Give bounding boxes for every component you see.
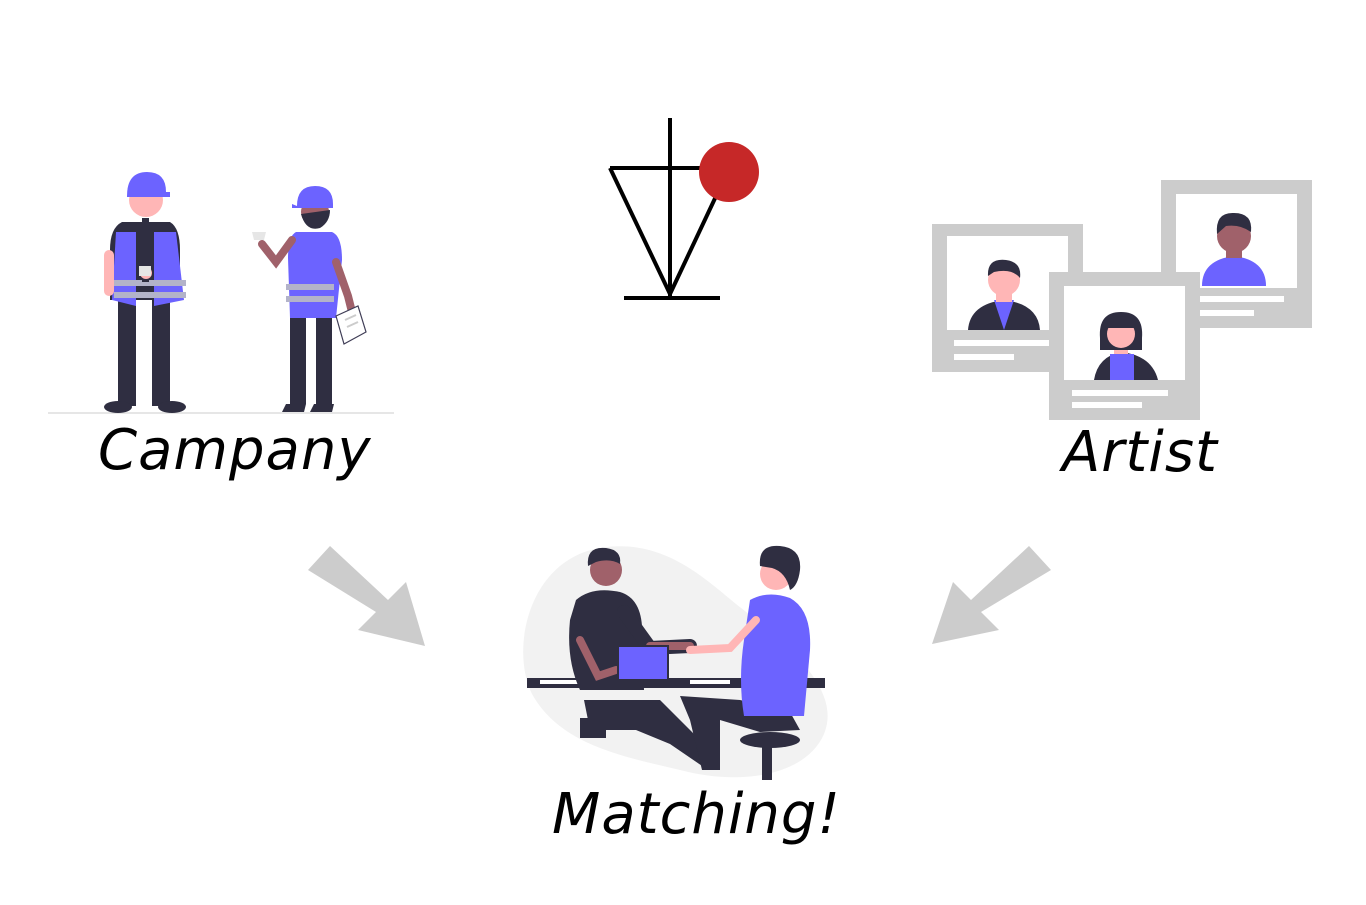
handshake-meeting-illustration xyxy=(523,545,828,780)
artist-label: Artist xyxy=(1062,420,1218,485)
profile-card-front xyxy=(1049,272,1200,420)
arrow-down-right-icon xyxy=(308,546,425,646)
brand-logo-icon xyxy=(608,118,759,300)
worker-right xyxy=(252,186,367,412)
matching-label: Matching! xyxy=(552,782,841,847)
person-right xyxy=(680,545,811,770)
arrow-down-left-icon xyxy=(932,546,1051,644)
company-label: Campany xyxy=(98,418,372,483)
artist-profiles-illustration xyxy=(932,180,1312,420)
worker-left xyxy=(104,172,186,413)
construction-workers-illustration xyxy=(48,172,394,414)
